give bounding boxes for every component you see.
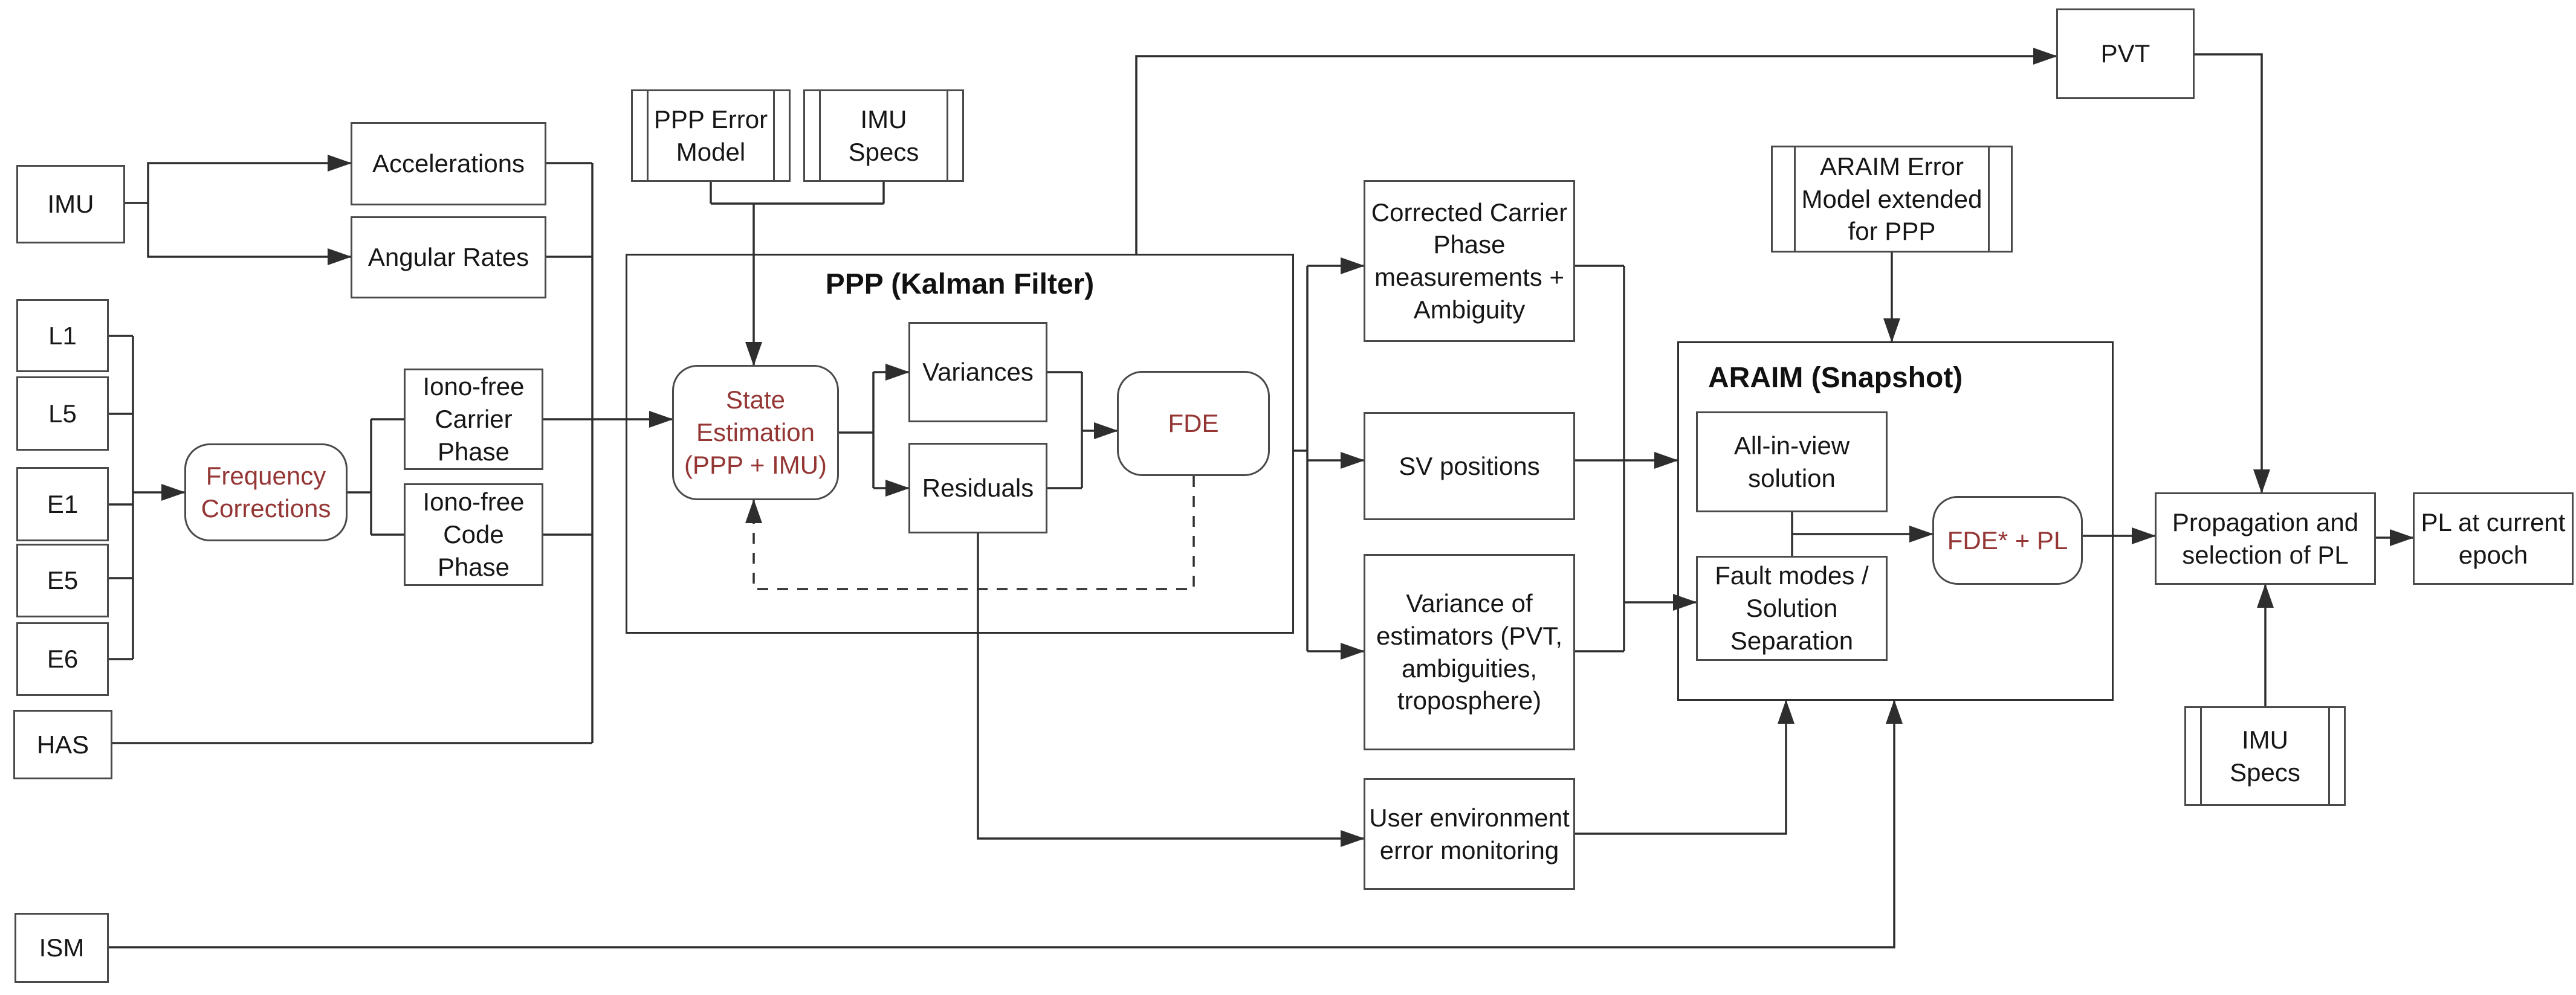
node-imu-specs-bottom: IMU Specs [2184, 706, 2346, 806]
node-iono-free-carrier-phase: Iono-free Carrier Phase [404, 369, 543, 470]
connector-32 [977, 533, 1365, 847]
node-ppp-error-model: PPP Error Model [631, 89, 791, 182]
node-propagation-selection-pl: Propagation and selection of PL [2155, 492, 2376, 585]
container-ppp-kalman-filter: PPP (Kalman Filter) [626, 254, 1294, 634]
node-label-e1: E1 [47, 489, 79, 518]
node-l5: L5 [16, 376, 109, 451]
node-label-araim-error-model: ARAIM Error Model extended for PPP [1801, 152, 1982, 246]
node-label-ppp-error-model: PPP Error Model [653, 105, 768, 166]
node-sv-positions: SV positions [1364, 412, 1575, 520]
node-label-imu-specs-top: IMU Specs [848, 105, 919, 166]
node-label-l5: L5 [48, 399, 77, 428]
node-e5: E5 [16, 544, 109, 617]
node-all-in-view-solution: All-in-view solution [1696, 411, 1888, 512]
node-label-corrected-carrier: Corrected Carrier Phase measurements + A… [1371, 198, 1568, 324]
node-label-variances: Variances [922, 358, 1034, 387]
node-fde: FDE [1117, 371, 1270, 476]
node-l1: L1 [16, 299, 109, 372]
node-imu: IMU [16, 165, 125, 243]
node-user-environment-monitoring: User environment error monitoring [1364, 778, 1575, 890]
node-e1: E1 [16, 467, 109, 541]
container-title-araim-snapshot: ARAIM (Snapshot) [1708, 362, 1963, 394]
node-label-fde: FDE [1168, 409, 1219, 438]
node-fde-pl: FDE* + PL [1932, 496, 2083, 585]
node-label-user-environment-monitoring: User environment error monitoring [1369, 803, 1570, 865]
node-iono-free-code-phase: Iono-free Code Phase [404, 483, 543, 586]
node-label-imu: IMU [47, 190, 94, 219]
node-label-state-estimation: State Estimation (PPP + IMU) [684, 385, 827, 479]
node-label-sv-positions: SV positions [1399, 451, 1540, 480]
node-label-pvt: PVT [2100, 39, 2150, 68]
connector-48 [2195, 53, 2270, 494]
node-label-e6: E6 [47, 645, 79, 674]
node-label-e5: E5 [47, 566, 79, 595]
node-label-iono-free-carrier-phase: Iono-free Carrier Phase [422, 372, 525, 466]
node-variance-estimators: Variance of estimators (PVT, ambiguities… [1364, 554, 1575, 750]
node-label-variance-estimators: Variance of estimators (PVT, ambiguities… [1376, 589, 1563, 715]
node-label-fde-pl: FDE* + PL [1947, 526, 2068, 555]
connector-51 [1575, 700, 1794, 835]
node-label-accelerations: Accelerations [372, 149, 525, 178]
connector-0 [125, 155, 352, 204]
node-label-all-in-view-solution: All-in-view solution [1733, 431, 1850, 492]
node-imu-specs-top: IMU Specs [803, 89, 964, 182]
container-title-ppp-kalman-filter: PPP (Kalman Filter) [825, 268, 1095, 300]
node-e6: E6 [16, 622, 109, 696]
node-pvt: PVT [2056, 8, 2195, 99]
node-has: HAS [13, 710, 112, 779]
node-label-iono-free-code-phase: Iono-free Code Phase [422, 488, 525, 581]
connector-1 [147, 203, 352, 265]
node-corrected-carrier: Corrected Carrier Phase measurements + A… [1364, 180, 1575, 342]
node-label-frequency-corrections: Frequency Corrections [201, 462, 331, 523]
node-label-fault-modes: Fault modes / Solution Separation [1715, 561, 1869, 655]
node-pl-current-epoch: PL at current epoch [2413, 492, 2574, 585]
node-fault-modes: Fault modes / Solution Separation [1696, 556, 1888, 661]
node-accelerations: Accelerations [351, 122, 546, 205]
node-label-pl-current-epoch: PL at current epoch [2421, 507, 2566, 569]
node-label-ism: ISM [39, 933, 85, 962]
node-angular-rates: Angular Rates [351, 216, 546, 298]
connector-52 [109, 700, 1903, 948]
node-frequency-corrections: Frequency Corrections [184, 443, 348, 541]
node-label-l1: L1 [48, 321, 77, 350]
node-label-has: HAS [36, 730, 89, 759]
node-label-residuals: Residuals [922, 474, 1034, 503]
node-residuals: Residuals [908, 443, 1047, 533]
node-label-propagation-selection-pl: Propagation and selection of PL [2172, 507, 2359, 569]
connector-47 [1135, 48, 2057, 254]
node-state-estimation: State Estimation (PPP + IMU) [672, 365, 839, 500]
node-ism: ISM [15, 913, 109, 983]
node-araim-error-model: ARAIM Error Model extended for PPP [1771, 146, 2013, 253]
node-variances: Variances [908, 322, 1047, 422]
node-label-imu-specs-bottom: IMU Specs [2230, 725, 2300, 787]
node-label-angular-rates: Angular Rates [367, 243, 529, 272]
